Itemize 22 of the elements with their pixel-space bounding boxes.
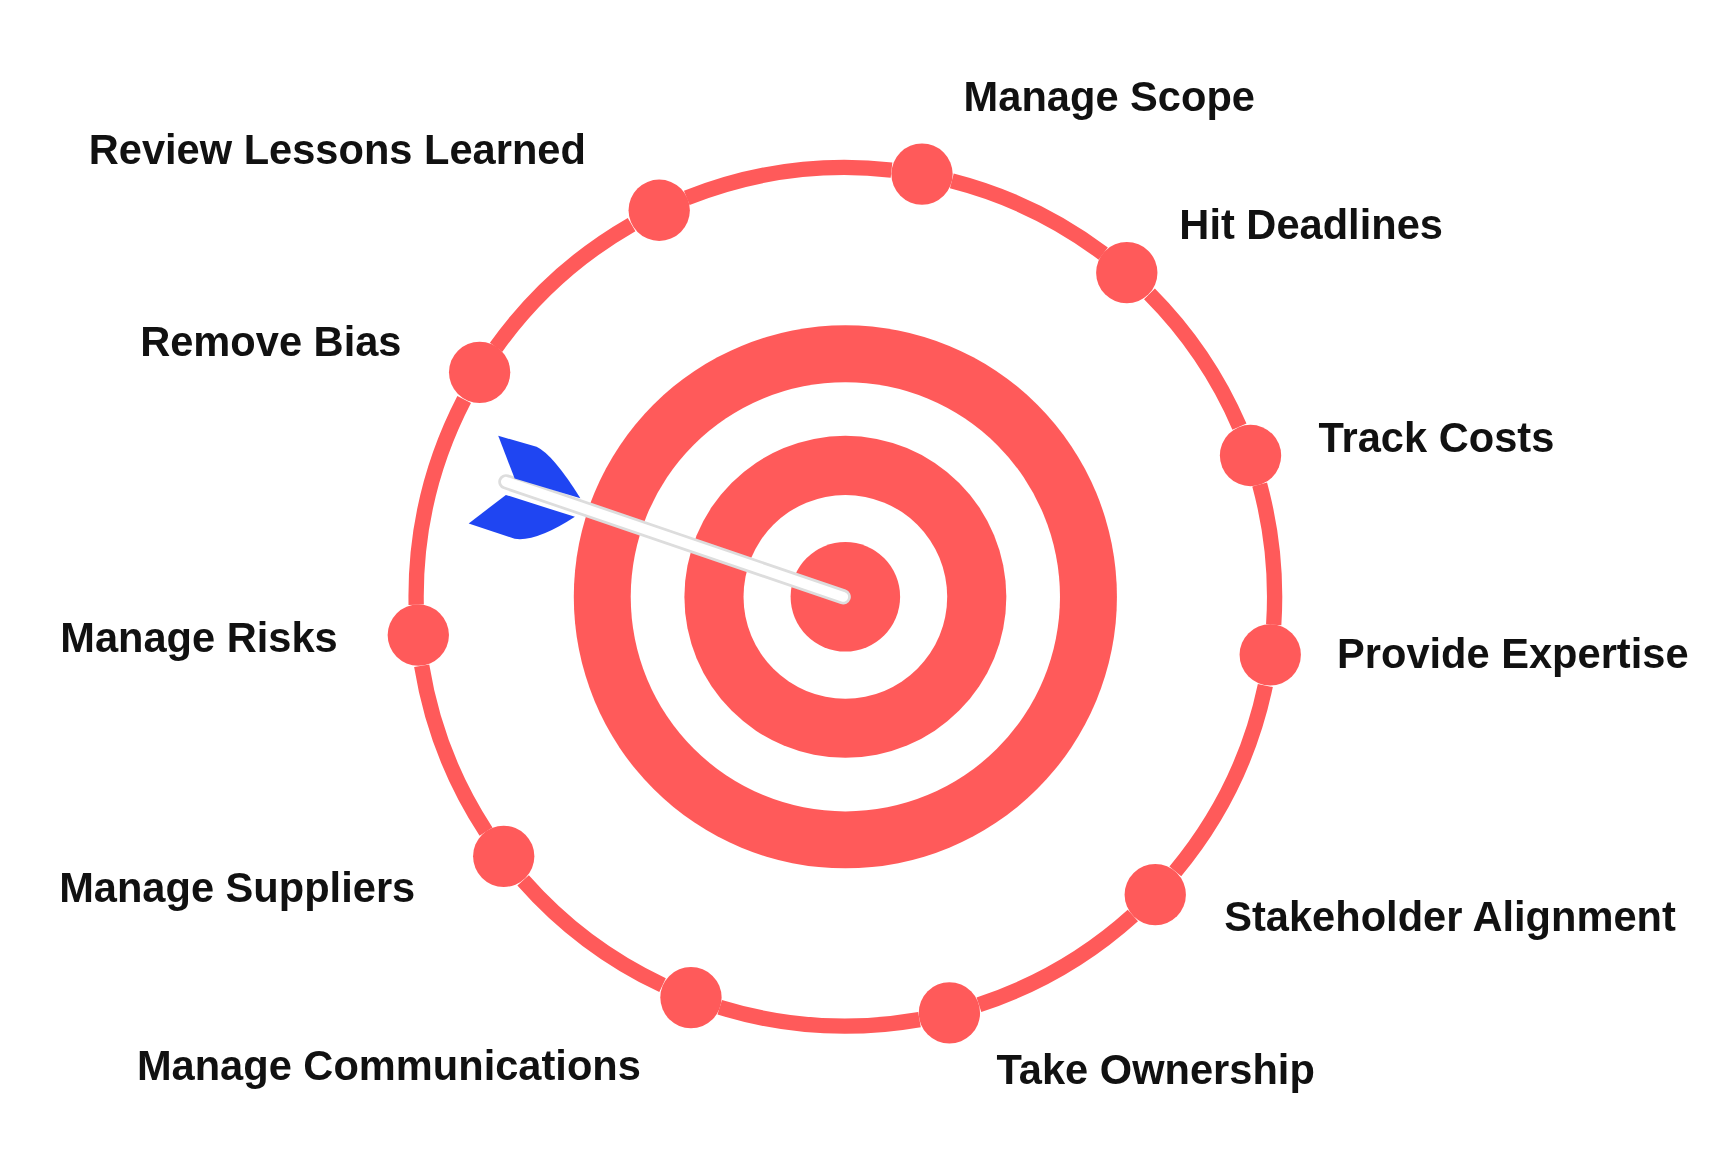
ring-arc xyxy=(1252,482,1283,625)
ring-arc xyxy=(1143,288,1247,430)
ring-arc xyxy=(408,396,472,606)
ring-arc xyxy=(976,909,1138,1012)
ring-arc xyxy=(414,664,493,836)
node-label: Hit Deadlines xyxy=(1179,200,1443,250)
node-label: Remove Bias xyxy=(140,317,402,367)
node-label: Stakeholder Alignment xyxy=(1224,892,1676,942)
node-label: Track Costs xyxy=(1318,414,1555,463)
node-label: Manage Risks xyxy=(60,613,338,663)
ring-arc xyxy=(949,173,1108,260)
ring-arc xyxy=(1169,683,1273,876)
ring-arc xyxy=(717,999,921,1034)
node-label: Manage Suppliers xyxy=(59,864,416,914)
node-label: Take Ownership xyxy=(996,1045,1315,1095)
node-label: Review Lessons Learned xyxy=(88,126,586,175)
node-label: Manage Scope xyxy=(963,72,1255,122)
node-label: Provide Expertise xyxy=(1337,629,1689,679)
ring-arc xyxy=(684,160,892,206)
ring-arc xyxy=(490,218,636,352)
node-label: Manage Communications xyxy=(136,1041,641,1091)
ring-arc xyxy=(517,875,667,992)
